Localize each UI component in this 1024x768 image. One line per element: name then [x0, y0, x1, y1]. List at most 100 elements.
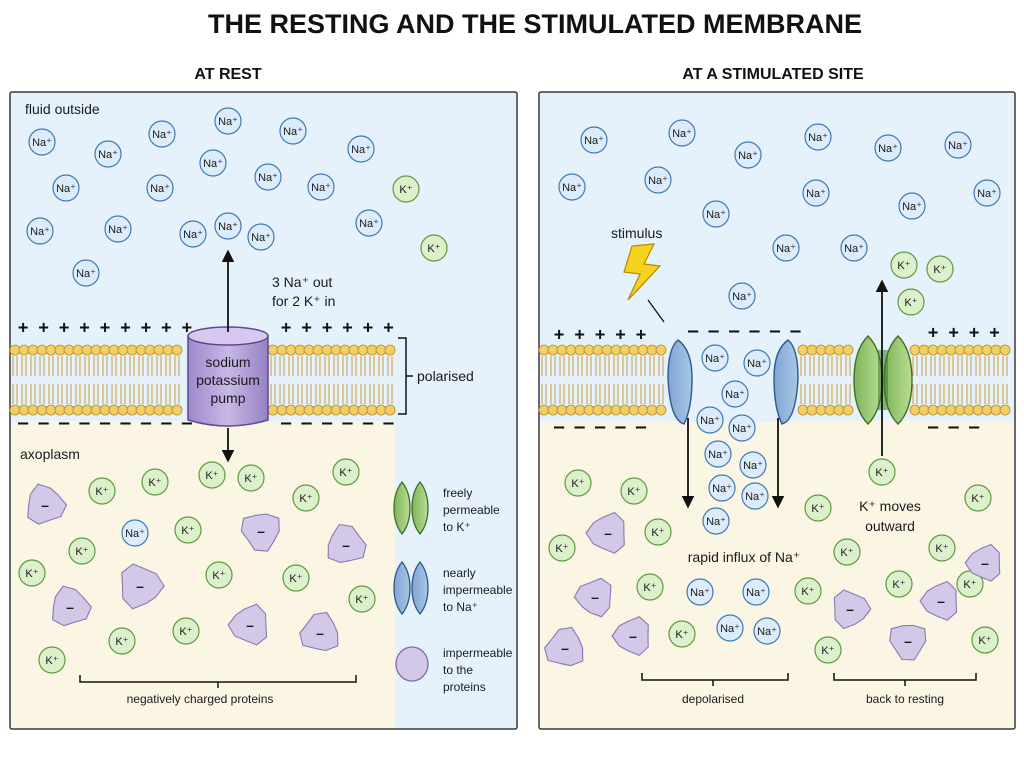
sodium-ion: Na⁺ — [708, 474, 736, 502]
potassium-ion: K⁺ — [636, 573, 664, 601]
sodium-ion: Na⁺ — [973, 179, 1001, 207]
ion-label: K⁺ — [933, 264, 946, 276]
sodium-ion: Na⁺ — [898, 192, 926, 220]
protein-charge: – — [604, 525, 612, 541]
ion-label: Na⁺ — [738, 150, 758, 162]
right-membrane — [538, 344, 1011, 416]
potassium-ion: K⁺ — [292, 484, 320, 512]
potassium-ion: K⁺ — [172, 617, 200, 645]
ion-label: Na⁺ — [30, 226, 50, 238]
protein-charge: – — [136, 578, 144, 594]
sodium-ion: Na⁺ — [802, 179, 830, 207]
pump-ratio-line-1: 3 Na⁺ out — [272, 274, 332, 290]
sodium-ion: Na⁺ — [279, 117, 307, 145]
legend-green-text-3: to K⁺ — [443, 520, 471, 534]
ion-label: Na⁺ — [806, 188, 826, 200]
potassium-ion: K⁺ — [804, 494, 832, 522]
sodium-ion: Na⁺ — [742, 578, 770, 606]
potassium-ion: K⁺ — [420, 234, 448, 262]
ion-label: Na⁺ — [808, 132, 828, 144]
potassium-ion: K⁺ — [141, 468, 169, 496]
sodium-ion: Na⁺ — [146, 174, 174, 202]
sodium-ion: Na⁺ — [840, 234, 868, 262]
ion-label: Na⁺ — [108, 224, 128, 236]
sodium-ion: Na⁺ — [716, 614, 744, 642]
right-ions: Na⁺Na⁺Na⁺Na⁺Na⁺Na⁺Na⁺Na⁺Na⁺Na⁺Na⁺Na⁺Na⁺N… — [544, 119, 1001, 667]
stimulus-pointer — [647, 299, 665, 323]
left-charges-top: + + + + + + + + + — [18, 318, 192, 338]
right-charges-top-left: + + + + + — [554, 325, 646, 345]
ion-label: Na⁺ — [218, 221, 238, 233]
pump-ratio-line-2: for 2 K⁺ in — [272, 293, 335, 309]
ion-label: Na⁺ — [251, 232, 271, 244]
sodium-ion: Na⁺ — [254, 163, 282, 191]
sodium-ion: Na⁺ — [668, 119, 696, 147]
legend-protein-text-1: impermeable — [443, 646, 513, 660]
legend-green-text-1: freely — [443, 486, 472, 500]
ion-label: Na⁺ — [747, 358, 767, 370]
protein-charge: – — [937, 593, 945, 609]
negative-protein: – — [27, 483, 68, 525]
ion-label: Na⁺ — [672, 128, 692, 140]
legend-blue-text-2: impermeable — [443, 583, 513, 597]
fluid-outside-label: fluid outside — [25, 101, 100, 117]
ion-label: K⁺ — [978, 635, 991, 647]
protein-charge: – — [561, 640, 569, 656]
ion-label: K⁺ — [355, 594, 368, 606]
left-panel: fluid outside axoplasm + + + + + + + + +… — [9, 91, 518, 730]
sodium-ion: Na⁺ — [734, 141, 762, 169]
lipid-bilayer — [538, 344, 667, 416]
depolarised-bracket — [641, 673, 789, 686]
sodium-ion: Na⁺ — [772, 234, 800, 262]
ion-label: K⁺ — [339, 467, 352, 479]
sodium-ion: Na⁺ — [26, 217, 54, 245]
ion-label: Na⁺ — [902, 201, 922, 213]
sodium-ion: Na⁺ — [944, 131, 972, 159]
negative-protein: – — [121, 563, 165, 610]
sodium-ion: Na⁺ — [72, 259, 100, 287]
legend-green-text-2: permeable — [443, 503, 500, 517]
ion-label: Na⁺ — [948, 140, 968, 152]
legend-protein-text-2: to the — [443, 663, 473, 677]
sodium-ion: Na⁺ — [741, 482, 769, 510]
potassium-ion: K⁺ — [108, 627, 136, 655]
sodium-ion: Na⁺ — [743, 349, 771, 377]
left-charges-top-right: + + + + + + — [281, 318, 394, 338]
sodium-ion: Na⁺ — [728, 414, 756, 442]
right-charges-top-mid: – – – – – – — [688, 321, 801, 341]
ion-label: K⁺ — [299, 493, 312, 505]
ion-label: Na⁺ — [98, 149, 118, 161]
pump-label-1: sodium — [205, 354, 250, 370]
potassium-ion: K⁺ — [332, 458, 360, 486]
protein-charge: – — [246, 617, 254, 633]
back-to-resting-bracket — [833, 673, 977, 686]
protein-charge: – — [904, 633, 912, 649]
sodium-ion: Na⁺ — [94, 140, 122, 168]
legend-blue-text-3: to Na⁺ — [443, 600, 478, 614]
potassium-ion: K⁺ — [885, 570, 913, 598]
ion-label: Na⁺ — [725, 389, 745, 401]
ion-label: Na⁺ — [648, 175, 668, 187]
rapid-influx-label: rapid influx of Na⁺ — [688, 549, 800, 565]
sodium-ion: Na⁺ — [702, 507, 730, 535]
ion-label: K⁺ — [555, 543, 568, 555]
ion-label: Na⁺ — [743, 460, 763, 472]
ion-label: Na⁺ — [708, 449, 728, 461]
ion-label: Na⁺ — [311, 182, 331, 194]
sodium-ion: Na⁺ — [52, 174, 80, 202]
protein-charge: – — [41, 497, 49, 513]
protein-charge: – — [591, 589, 599, 605]
potassium-ion: K⁺ — [392, 175, 420, 203]
protein-charge: – — [257, 523, 265, 539]
ion-label: Na⁺ — [720, 623, 740, 635]
ion-label: Na⁺ — [745, 491, 765, 503]
right-charges-top-right: + + + + — [928, 323, 1000, 343]
ion-label: Na⁺ — [977, 188, 997, 200]
depolarised-label: depolarised — [682, 692, 744, 706]
legend-protein-text-3: proteins — [443, 680, 486, 694]
potassium-ion: K⁺ — [890, 251, 918, 279]
sodium-ion: Na⁺ — [580, 126, 608, 154]
ion-label: K⁺ — [179, 626, 192, 638]
polarised-bracket — [398, 337, 413, 415]
ion-label: Na⁺ — [776, 243, 796, 255]
